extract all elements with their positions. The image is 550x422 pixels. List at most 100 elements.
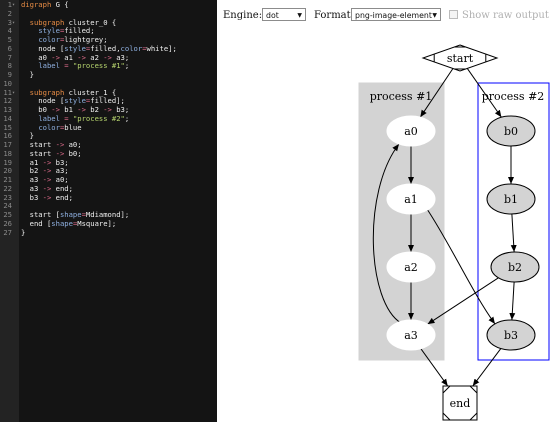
code-line[interactable]: 26 end [shape=Msquare];: [0, 218, 217, 229]
code-text: label = "process #1";: [21, 61, 129, 71]
code-text: start -> a0;: [21, 140, 82, 150]
code-token: ;: [124, 113, 130, 123]
code-line[interactable]: 5 color=lightgrey;: [0, 35, 217, 45]
code-token: a3: [21, 175, 43, 184]
code-line[interactable]: 27}: [0, 227, 217, 238]
node-start: [421, 44, 499, 72]
code-token: a0;: [64, 140, 82, 149]
cluster-label: process #2: [482, 90, 545, 103]
code-token: Mdiamond];: [85, 210, 130, 219]
show-raw-output-checkbox[interactable]: [449, 10, 458, 19]
code-token: a3: [21, 183, 43, 193]
code-line[interactable]: 23 b3 -> end;: [0, 193, 217, 203]
line-number: 26: [3, 218, 12, 228]
code-token: b2: [21, 166, 43, 176]
code-token: [21, 61, 38, 70]
code-line[interactable]: 24: [0, 202, 217, 211]
code-token: =: [59, 122, 65, 132]
code-token: =: [59, 26, 65, 36]
code-line[interactable]: 11▾ subgraph cluster_1 {: [0, 87, 217, 98]
code-token: b0;: [64, 148, 82, 158]
code-token: b3;: [111, 105, 130, 114]
fold-toggle-icon[interactable]: ▾: [12, 19, 16, 26]
code-line[interactable]: 25 start [shape=Mdiamond];: [0, 210, 217, 220]
code-token: a2: [85, 52, 104, 62]
node-end: [442, 385, 478, 421]
code-token: ->: [103, 52, 112, 62]
code-text: a0 -> a1 -> a2 -> a3;: [21, 52, 129, 63]
engine-select[interactable]: dot ▼: [262, 8, 306, 21]
fold-toggle-icon[interactable]: ▾: [12, 89, 16, 96]
code-line[interactable]: 1▾digraph G {: [0, 0, 217, 10]
node-label: b2: [508, 261, 522, 274]
code-line[interactable]: 18 start -> b0;: [0, 148, 217, 159]
code-text: }: [21, 70, 34, 80]
fold-toggle-icon[interactable]: ▾: [12, 2, 16, 8]
line-number: 27: [3, 227, 12, 237]
edge-a3-end: [420, 348, 449, 387]
code-token: node [: [21, 43, 65, 53]
code-line[interactable]: 20 b2 -> a3;: [0, 166, 217, 176]
code-line[interactable]: 2: [0, 9, 217, 19]
code-line[interactable]: 15 color=blue: [0, 122, 217, 133]
code-token: color: [120, 43, 143, 53]
code-token: ->: [51, 52, 60, 62]
node-a0: [386, 115, 436, 147]
code-token: [21, 114, 38, 123]
code-token: [21, 26, 38, 35]
code-text: start -> b0;: [21, 148, 82, 159]
code-text: a3 -> end;: [21, 183, 73, 194]
node-label: start: [447, 52, 474, 65]
code-text: node [style=filled];: [21, 96, 125, 106]
code-token: "process #1": [72, 61, 125, 71]
line-number: 7: [7, 52, 12, 62]
code-line[interactable]: 17 start -> a0;: [0, 140, 217, 150]
code-token: =: [72, 218, 78, 228]
code-token: [21, 35, 38, 44]
code-line[interactable]: 16 }: [0, 131, 217, 141]
code-line[interactable]: 7 a0 -> a1 -> a2 -> a3;: [0, 52, 217, 63]
code-token: blue: [64, 122, 82, 132]
toolbar: Engine: dot ▼ Format: png-image-element …: [217, 0, 550, 32]
code-line[interactable]: 10: [0, 79, 217, 89]
code-line[interactable]: 3▾ subgraph cluster_0 {: [0, 17, 217, 28]
code-token: b2: [85, 105, 104, 114]
code-token: ->: [55, 140, 65, 149]
node-label: b0: [504, 125, 518, 138]
code-line[interactable]: 6 node [style=filled,color=white];: [0, 43, 217, 54]
code-line[interactable]: 9 }: [0, 70, 217, 80]
code-token: subgraph: [29, 17, 65, 27]
code-line[interactable]: 19 a1 -> b3;: [0, 158, 217, 168]
code-line[interactable]: 4 style=filled;: [0, 26, 217, 36]
code-token: b0: [21, 105, 52, 114]
code-token: =: [81, 210, 86, 219]
code-token: Msquare];: [77, 218, 117, 228]
line-number: 24: [3, 201, 12, 211]
edge-b2-a3: [427, 277, 499, 325]
code-line[interactable]: 12 node [style=filled];: [0, 96, 217, 106]
node-label: b1: [504, 193, 518, 206]
line-number: 11: [3, 87, 12, 97]
code-line[interactable]: 13 b0 -> b1 -> b2 -> b3;: [0, 105, 217, 115]
code-token: ->: [42, 183, 52, 193]
node-a2: [386, 251, 436, 283]
cluster-label: process #1: [370, 90, 433, 103]
code-line[interactable]: 21 a3 -> a0;: [0, 175, 217, 185]
node-label: a2: [404, 261, 418, 274]
line-number: 12: [3, 96, 12, 106]
code-token: =: [64, 61, 69, 71]
node-label: b3: [504, 329, 518, 342]
code-line[interactable]: 8 label = "process #1";: [0, 61, 217, 71]
line-number: 20: [3, 166, 12, 176]
code-line[interactable]: 14 label = "process #2";: [0, 113, 217, 124]
code-token: style: [64, 96, 86, 106]
edge-start-b0: [466, 68, 502, 118]
line-number: 1: [7, 0, 12, 9]
edge-a1-b3: [426, 208, 496, 325]
code-line[interactable]: 22 a3 -> end;: [0, 183, 217, 194]
format-select[interactable]: png-image-element ▼: [351, 8, 441, 21]
code-token: =: [64, 113, 69, 123]
line-number: 17: [3, 140, 12, 149]
